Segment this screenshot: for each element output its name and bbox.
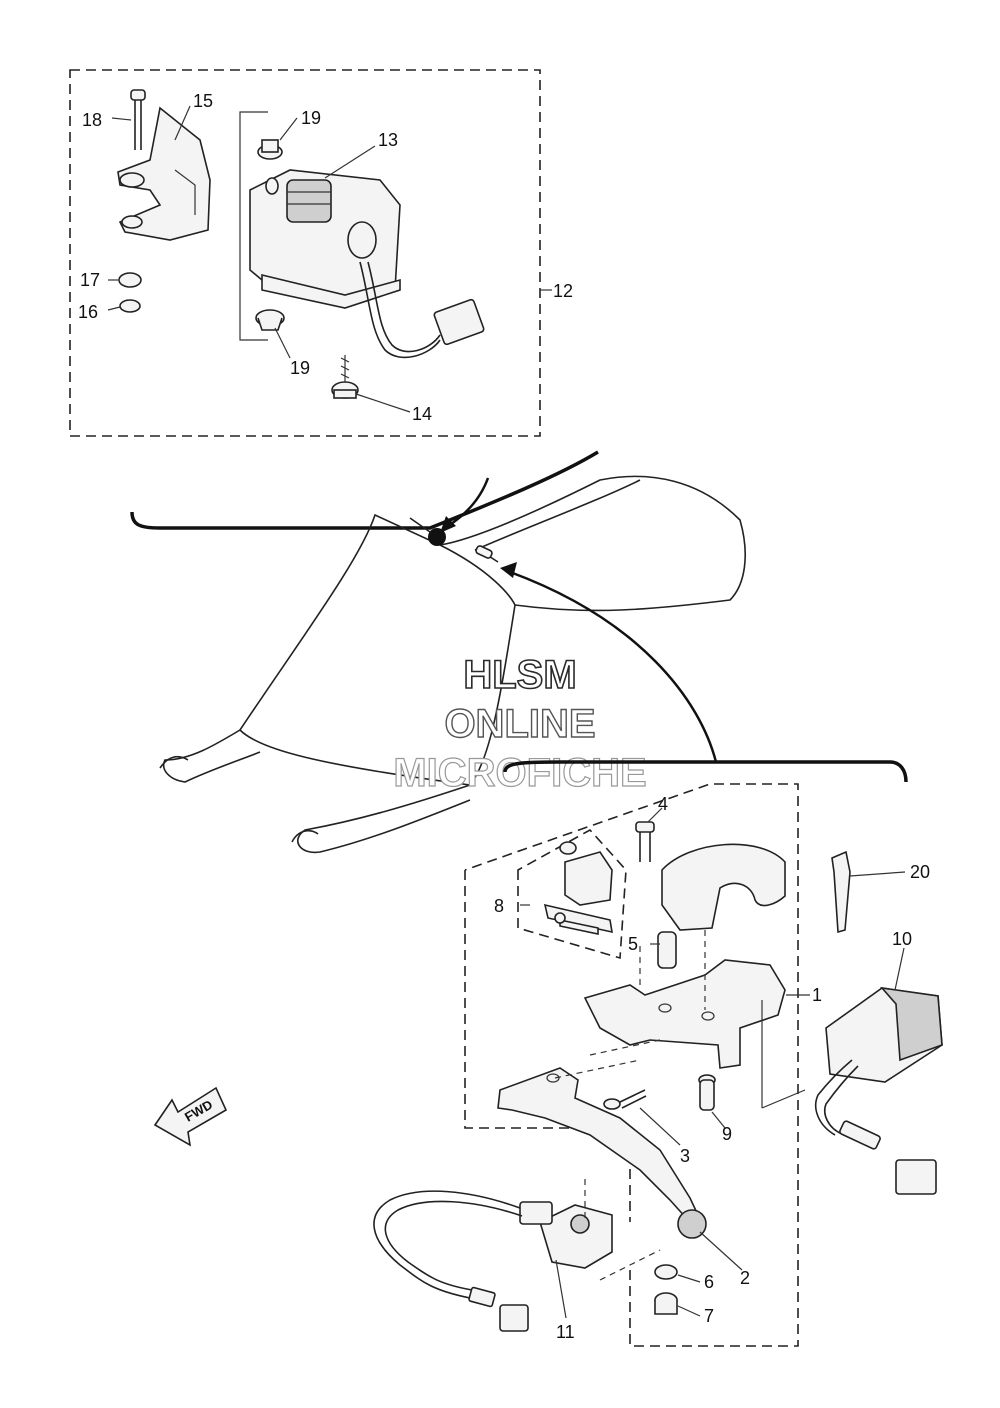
- callout-9: 9: [722, 1124, 732, 1144]
- fwd-arrow-icon: FWD: [153, 1086, 228, 1147]
- callout-8: 8: [494, 896, 504, 916]
- callout-17: 17: [80, 270, 100, 290]
- callout-14: 14: [412, 404, 432, 424]
- callout-19-bottom: 19: [290, 358, 310, 378]
- lever-housing: [583, 959, 786, 1069]
- bolt-18: [130, 89, 146, 150]
- watermark-line-2: ONLINE: [444, 702, 595, 746]
- group-8-dashed-frame: [517, 828, 627, 960]
- lower-group-separator: [503, 760, 908, 783]
- screw-9: [698, 1074, 716, 1111]
- callout-20: 20: [910, 862, 930, 882]
- callout-4: 4: [658, 794, 668, 814]
- callout-1: 1: [812, 985, 822, 1005]
- callout-10: 10: [892, 929, 912, 949]
- watermark: HLSM ONLINE MICROFICHE: [393, 652, 648, 795]
- cable-tie-20: [831, 850, 851, 934]
- screw-3: [603, 1089, 647, 1110]
- watermark-line-1: HLSM: [463, 653, 576, 697]
- pin-5: [657, 931, 677, 969]
- callout-19-top: 19: [301, 108, 321, 128]
- callout-3: 3: [680, 1146, 690, 1166]
- lever-ball-end: [677, 1209, 707, 1239]
- washer-16: [119, 299, 141, 313]
- throttle-lever-2: [497, 1067, 700, 1221]
- mount-point-marker: [428, 528, 446, 546]
- group-1-dashed-frame: [464, 783, 799, 1347]
- nut-7: [654, 1292, 678, 1315]
- lever-cover: [661, 843, 786, 931]
- watermark-line-3: MICROFICHE: [393, 751, 646, 795]
- switch-kit-8: [543, 841, 613, 935]
- throttle-sensor-11: [373, 1190, 613, 1332]
- bracket-15: [117, 106, 211, 241]
- group-12-switch-assembly: 18 15 19 13 17 16 12 19 14: [69, 69, 573, 437]
- callout-16: 16: [78, 302, 98, 322]
- callout-5: 5: [628, 934, 638, 954]
- screw-14: [331, 355, 359, 399]
- connector-unit-10: [814, 986, 943, 1195]
- callout-2: 2: [740, 1268, 750, 1288]
- grommet-19-bottom: [255, 309, 285, 331]
- group-12-dashed-frame: [69, 69, 541, 437]
- callout-18: 18: [82, 110, 102, 130]
- nut-17: [118, 272, 142, 288]
- callout-7: 7: [704, 1306, 714, 1326]
- nut-6: [654, 1264, 678, 1280]
- throttle-lever-assembly: FWD 4 8 5 1 20 10 3 9 2 6 7 11: [153, 783, 943, 1347]
- callout-12: 12: [553, 281, 573, 301]
- screw-4: [635, 821, 655, 862]
- callout-15: 15: [193, 91, 213, 111]
- callout-11: 11: [556, 1322, 575, 1342]
- grommet-19-top: [257, 139, 283, 160]
- snowmobile-outline: [130, 450, 746, 854]
- switch-unit-13: [249, 169, 485, 359]
- callout-13: 13: [378, 130, 398, 150]
- callout-6: 6: [704, 1272, 714, 1292]
